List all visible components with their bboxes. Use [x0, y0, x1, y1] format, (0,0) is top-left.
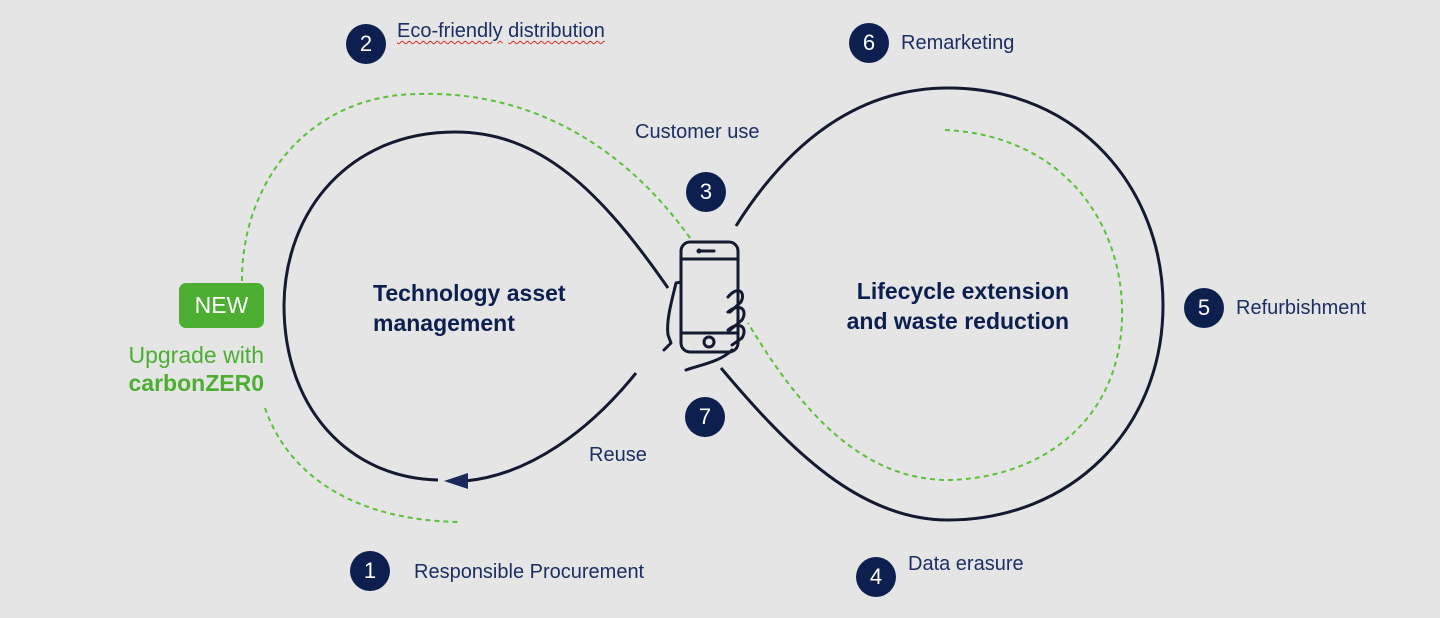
step-2-badge: 2 [346, 24, 386, 64]
right-title-line2: and waste reduction [846, 308, 1069, 334]
step-2-label-part1: Eco-friendly [397, 20, 503, 42]
upgrade-product-name: carbonZER0 [128, 370, 264, 396]
step-6-label: Remarketing [901, 32, 1015, 54]
hand-holding-smartphone-icon [662, 240, 746, 372]
reuse-arrowhead-icon [444, 473, 468, 489]
step-5-label: Refurbishment [1236, 297, 1367, 319]
step-7-badge: 7 [685, 397, 725, 437]
step-7-label: Reuse [589, 444, 647, 466]
step-1-badge: 1 [350, 551, 390, 591]
right-loop-line [719, 86, 1165, 522]
carbonzero-dashed-arc-left-lower [264, 407, 459, 523]
step-5-badge: 5 [1184, 288, 1224, 328]
step-3-label: Customer use [635, 121, 760, 143]
left-loop-line [282, 130, 670, 482]
left-title-line2: management [373, 310, 515, 336]
step-2-label-part2: distribution [508, 20, 605, 42]
lifecycle-extension-title: Lifecycle extension and waste reduction [828, 276, 1069, 336]
step-2-label: Eco-friendly distribution [397, 20, 605, 43]
step-3-badge: 3 [686, 172, 726, 212]
right-title-line1: Lifecycle extension [856, 278, 1069, 304]
carbonzero-dashed-arc-left [240, 92, 691, 286]
upgrade-line1: Upgrade with [128, 342, 264, 368]
step-4-badge: 4 [856, 557, 896, 597]
technology-asset-management-title: Technology asset management [373, 278, 566, 338]
step-6-badge: 6 [849, 23, 889, 63]
upgrade-callout: Upgrade with carbonZER0 [128, 341, 264, 397]
step-1-label: Responsible Procurement [414, 561, 645, 583]
carbonzero-dashed-arc-right [747, 129, 1124, 482]
reuse-arrow-line [464, 372, 638, 483]
new-badge: NEW [179, 283, 264, 328]
left-title-line1: Technology asset [373, 280, 566, 306]
step-4-label: Data erasure [908, 553, 1024, 575]
